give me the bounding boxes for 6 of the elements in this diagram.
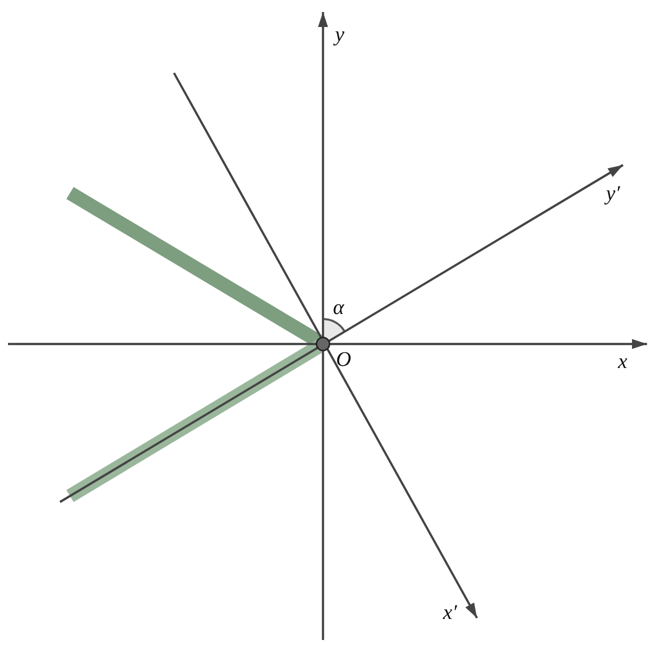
axis-label: α bbox=[333, 297, 344, 318]
axis-label: O bbox=[336, 349, 352, 370]
axis-label: x′ bbox=[443, 602, 457, 623]
axis-label: x bbox=[618, 351, 628, 372]
axis-label: y bbox=[335, 24, 344, 45]
axis-label: y′ bbox=[606, 183, 620, 204]
